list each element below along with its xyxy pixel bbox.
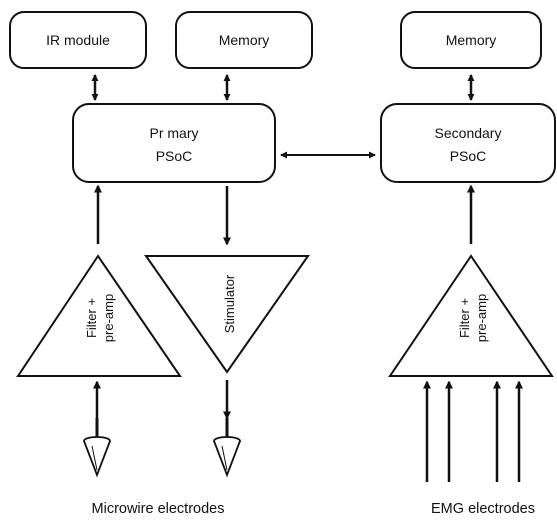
secondary-psoc-label-1: Secondary bbox=[435, 125, 502, 141]
primary-psoc-box: Pr mary PSoC bbox=[72, 103, 276, 183]
filter-preamp-left: Filter + pre-amp bbox=[16, 254, 182, 377]
primary-psoc-label-1: Pr mary bbox=[150, 125, 199, 141]
ir-module-box: IR module bbox=[9, 11, 147, 69]
stimulator-label: Stimulator bbox=[222, 274, 237, 333]
primary-psoc-label-2: PSoC bbox=[156, 148, 193, 164]
filter-right-label-1: Filter + bbox=[457, 298, 472, 338]
memory-left-label: Memory bbox=[219, 32, 270, 48]
microwire-caption: Microwire electrodes bbox=[92, 501, 225, 517]
memory-left-box: Memory bbox=[175, 11, 313, 69]
stimulation-electrode-icon bbox=[213, 418, 241, 478]
secondary-psoc-label-2: PSoC bbox=[450, 148, 487, 164]
stimulator: Stimulator bbox=[144, 255, 310, 374]
filter-left-label-1: Filter + bbox=[84, 298, 99, 338]
secondary-psoc-box: Secondary PSoC bbox=[380, 103, 556, 183]
filter-right-label-2: pre-amp bbox=[474, 294, 489, 342]
filter-left-label-2: pre-amp bbox=[101, 294, 116, 342]
memory-right-box: Memory bbox=[400, 11, 542, 69]
ir-module-label: IR module bbox=[46, 32, 110, 48]
emg-caption: EMG electrodes bbox=[431, 501, 535, 517]
filter-preamp-right: Filter + pre-amp bbox=[388, 254, 554, 377]
microwire-electrode-icon bbox=[83, 418, 111, 478]
memory-right-label: Memory bbox=[446, 32, 497, 48]
